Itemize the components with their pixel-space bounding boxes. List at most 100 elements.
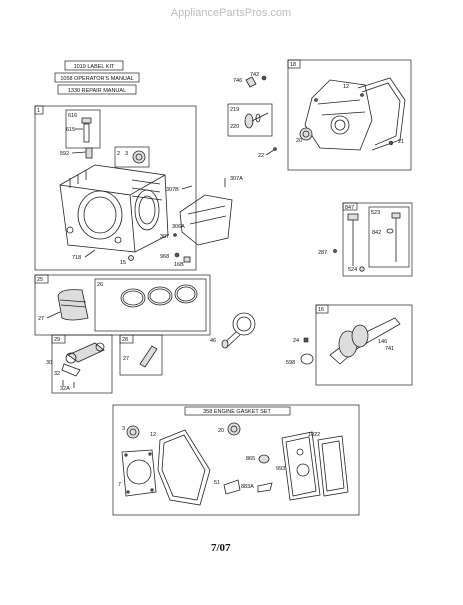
- gasket-883A[interactable]: [257, 482, 273, 493]
- bolt-21[interactable]: [388, 140, 394, 146]
- box-number-1: 1: [37, 108, 40, 114]
- part-label-746: 746: [233, 78, 242, 84]
- gasket-51[interactable]: [223, 479, 241, 495]
- gasket-865[interactable]: [258, 454, 270, 464]
- part-label-307A: 307A: [230, 176, 243, 182]
- oil-seal[interactable]: [132, 150, 146, 164]
- piston-pin[interactable]: [139, 345, 158, 368]
- label-kit-box[interactable]: 1019 LABEL KIT: [64, 60, 124, 71]
- part-label-24: 24: [293, 338, 299, 344]
- piston-pin-box[interactable]: 28 27: [119, 334, 163, 376]
- part-label-524: 524: [348, 267, 357, 273]
- piston-ring-1[interactable]: [120, 288, 146, 308]
- part-label-27-pin: 27: [123, 356, 129, 362]
- part-label-523: 523: [371, 210, 380, 216]
- part-label-12: 12: [343, 84, 349, 90]
- operators-manual-box[interactable]: 1058 OPERATOR'S MANUAL: [54, 72, 140, 83]
- camshaft-group: 46: [210, 312, 256, 349]
- breather-cap[interactable]: [81, 117, 92, 124]
- crankcase-cover-box[interactable]: 18 12 20 21: [287, 59, 412, 171]
- part-label-219: 219: [230, 107, 239, 113]
- repair-manual-text: 1330 REPAIR MANUAL: [68, 88, 126, 94]
- tube-cap[interactable]: [391, 212, 401, 219]
- head-gasket-7[interactable]: [121, 449, 157, 497]
- label-kit-text: 1019 LABEL KIT: [74, 64, 115, 70]
- operators-manual-text: 1058 OPERATOR'S MANUAL: [60, 76, 133, 82]
- part-label-968: 968: [160, 254, 169, 260]
- engine-gasket-set-box[interactable]: 358 ENGINE GASKET SET 3 12 7 20 865 51 8…: [112, 404, 360, 516]
- screw-307B[interactable]: [181, 185, 193, 190]
- part-label-842: 842: [372, 230, 381, 236]
- tube-592[interactable]: [85, 147, 93, 159]
- gasket-label-7: 7: [118, 482, 121, 488]
- revision-date: 7/07: [211, 542, 231, 554]
- piston-ring-3[interactable]: [174, 284, 198, 304]
- bolt-22[interactable]: [273, 147, 277, 151]
- cylinder-assembly-box[interactable]: 1 616 615 2 3 592 718 15: [34, 105, 197, 271]
- part-label-32A: 32A: [60, 386, 70, 392]
- crankshaft-box[interactable]: 16 24 598 146 741: [286, 304, 413, 386]
- part-label-16B: 16B: [174, 262, 184, 268]
- part-16B[interactable]: [183, 256, 191, 263]
- rod-cap[interactable]: [61, 363, 81, 377]
- connecting-rod[interactable]: [67, 342, 105, 363]
- cam-gear[interactable]: [232, 312, 256, 336]
- part-label-25: 25: [37, 277, 43, 283]
- gasket-seal-20[interactable]: [227, 422, 241, 436]
- crankcase-gasket[interactable]: [157, 429, 211, 506]
- part-label-32: 32: [54, 371, 60, 377]
- nut-968[interactable]: [174, 252, 180, 258]
- part-label-306A: 306A: [172, 224, 185, 230]
- part-label-30: 30: [46, 360, 52, 366]
- governor-gear[interactable]: [244, 113, 254, 129]
- cylinder-block[interactable]: [59, 164, 169, 253]
- gasket-label-883A: 883A: [241, 484, 254, 490]
- part-label-27-piston: 27: [38, 316, 44, 322]
- gasket-label-20: 20: [218, 428, 224, 434]
- valve-cover-gasket[interactable]: [281, 431, 321, 501]
- seal-20[interactable]: [299, 127, 313, 141]
- governor-parts: 742 746 219 220 22: [227, 72, 277, 159]
- dipstick-box[interactable]: 847 523 842 287 524: [318, 202, 413, 277]
- crankcase-cover[interactable]: [304, 79, 373, 151]
- connecting-rod-box[interactable]: 29 30 32 32A: [46, 334, 113, 394]
- gasket-label-51: 51: [214, 480, 220, 486]
- gasket-set-title: 358 ENGINE GASKET SET: [203, 409, 271, 415]
- key-24[interactable]: [303, 337, 309, 343]
- repair-manual-box[interactable]: 1330 REPAIR MANUAL: [57, 84, 137, 95]
- screw-287[interactable]: [333, 249, 337, 253]
- part-label-220: 220: [230, 124, 239, 130]
- part-label-742: 742: [250, 72, 259, 78]
- part-label-28: 28: [122, 337, 128, 343]
- head-shroud[interactable]: [179, 194, 233, 246]
- cylinder-head-group: 307A 307B 306A 307 968 16B: [160, 176, 243, 268]
- gasket-1022[interactable]: [317, 435, 349, 497]
- drain-plug[interactable]: [128, 255, 134, 261]
- breather-tube[interactable]: [83, 123, 90, 143]
- part-label-21: 21: [398, 139, 404, 145]
- o-ring-524[interactable]: [359, 266, 365, 272]
- part-label-616: 616: [68, 113, 77, 119]
- governor-arm[interactable]: [245, 76, 257, 88]
- gasket-label-3: 3: [122, 426, 125, 432]
- part-label-307B: 307B: [166, 187, 179, 193]
- dipstick-cap[interactable]: [347, 213, 359, 221]
- part-label-741: 741: [385, 346, 394, 352]
- box-number-18: 18: [290, 62, 296, 68]
- part-label-146: 146: [378, 339, 387, 345]
- part-label-15: 15: [120, 260, 126, 266]
- gasket-seal-3[interactable]: [126, 425, 140, 439]
- part-label-847: 847: [345, 205, 354, 211]
- part-label-598: 598: [286, 360, 295, 366]
- washer-598[interactable]: [300, 353, 314, 365]
- piston-ring-2[interactable]: [147, 286, 173, 306]
- part-label-29: 29: [54, 337, 60, 343]
- clip-742[interactable]: [261, 75, 267, 81]
- part-label-307: 307: [160, 234, 169, 240]
- piston-box[interactable]: 25 26 27: [34, 274, 211, 336]
- piston[interactable]: [57, 289, 89, 321]
- part-label-592: 592: [60, 151, 69, 157]
- part-label-46: 46: [210, 338, 216, 344]
